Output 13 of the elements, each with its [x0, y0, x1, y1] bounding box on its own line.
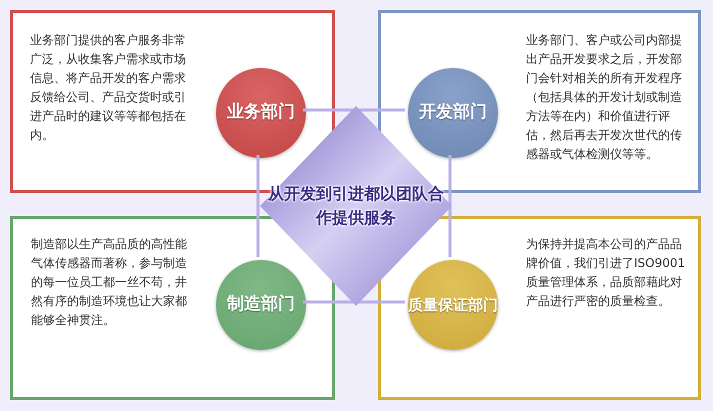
- department-name: 业务部门: [227, 101, 295, 124]
- connector-line: [448, 155, 452, 257]
- description-text: 制造部以生产高品质的高性能气体传感器而著称，参与制造的每一位员工都一丝不苟，井然有序的制造环境也让大家都能够全神贯注。: [31, 236, 188, 329]
- description-text: 业务部门、客户或公司内部提出产品开发要求之后，开发部门会针对相关的所有开发程序（包括具体的开发计划或制造方法等在内）和价值进行评估，然后再去开发次世代的传感器或气体检测仪等等。: [526, 32, 683, 163]
- central-slogan: 从开发到引进都以团队合作提供服务: [267, 183, 445, 229]
- department-name: 制造部门: [227, 293, 295, 316]
- description-text: 为保持并提高本公司的产品品牌价值，我们引进了ISO9001 质量管理体系，品质部藉此对产品进行严密的质量检查。: [526, 236, 686, 310]
- description-text: 业务部门提供的客户服务非常广泛，从收集客户需求或市场信息、将产品开发的客户需求反馈给公司、产品交货时或引进产品时的建议等等都包括在内。: [30, 32, 187, 144]
- department-name: 开发部门: [419, 101, 487, 124]
- connector-line: [303, 300, 405, 304]
- connector-line: [303, 108, 405, 112]
- connector-line: [256, 155, 260, 257]
- department-name: 质量保证部门: [408, 294, 498, 316]
